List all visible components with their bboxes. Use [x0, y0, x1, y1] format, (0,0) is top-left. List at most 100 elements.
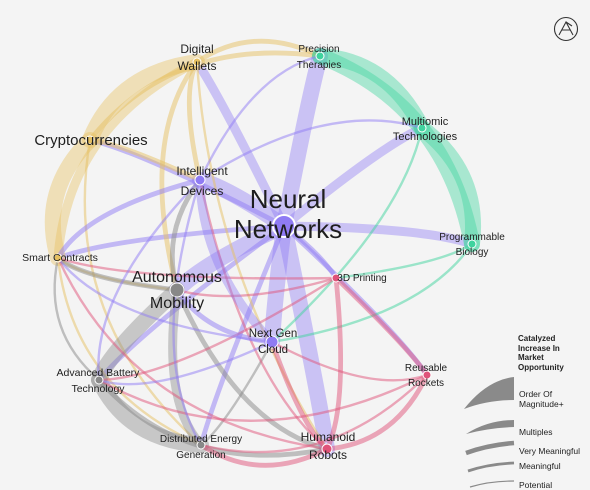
node-dot-multiomic	[417, 123, 427, 133]
node-label-line-energy-0: Distributed Energy	[160, 434, 242, 445]
node-label-line-wallets-1: Wallets	[178, 59, 217, 73]
link-neural-programmable	[279, 221, 477, 249]
node-dot-intelligent	[194, 174, 206, 186]
link-printing-rockets	[333, 275, 430, 378]
link-neural-robots	[276, 218, 335, 457]
link-printing-auto	[175, 276, 338, 298]
link-intelligent-multiomic	[198, 119, 424, 182]
node-dot-neural	[272, 214, 296, 238]
legend-swatch-meaningful	[467, 461, 515, 473]
link-printing-battery	[97, 276, 338, 382]
link-battery-smart	[53, 256, 101, 382]
link-auto-battery	[91, 282, 185, 388]
link-rockets-battery	[97, 373, 429, 422]
node-label-line-precision-0: Precision	[298, 44, 339, 55]
link-neural-precision	[276, 48, 328, 234]
node-label-line-neural-0: Neural	[250, 184, 327, 214]
link-rockets-robots	[324, 372, 430, 452]
node-label-crypto: Cryptocurrencies	[34, 132, 147, 149]
node-dot-cloud	[265, 335, 279, 349]
node-label-printing: 3D Printing	[337, 273, 386, 284]
node-dot-battery	[94, 375, 104, 385]
link-smart-energy	[56, 256, 203, 447]
node-label-line-programmable-1: Biology	[456, 247, 489, 258]
ark-logo-icon	[553, 16, 579, 42]
link-intelligent-smart	[55, 177, 203, 261]
link-wallets-auto	[159, 59, 200, 293]
link-precision-multiomic	[312, 48, 430, 136]
link-crypto-wallets	[82, 54, 205, 148]
legend-title: Catalyzed Increase In Market Opportunity	[518, 334, 564, 372]
link-crypto-smart	[44, 132, 98, 266]
node-label-line-energy-1: Generation	[176, 450, 225, 461]
node-label-line-auto-0: Autonomous	[132, 269, 222, 286]
link-wallets-precision	[194, 38, 323, 65]
legend-swatch-multiples	[466, 420, 514, 434]
node-dot-robots	[321, 443, 333, 455]
node-label-line-smart-0: Smart Contracts	[22, 252, 98, 264]
legend-label-very-meaningful: Very Meaningful	[519, 446, 580, 456]
link-auto-intelligent	[170, 177, 203, 293]
link-intelligent-energy	[172, 178, 203, 447]
node-label-line-programmable-0: Programmable	[439, 232, 505, 243]
legend-label-multiples: Multiples	[519, 427, 553, 437]
node-label-line-printing-0: 3D Printing	[337, 273, 386, 284]
node-label-line-cloud-1: Cloud	[258, 344, 288, 356]
link-intelligent-battery	[97, 178, 202, 382]
link-neural-smart	[55, 223, 287, 261]
node-label-line-rockets-0: Reusable	[405, 363, 448, 374]
link-neural-multiomic	[279, 123, 427, 231]
node-label-line-battery-1: Technology	[71, 383, 125, 395]
legend-label-meaningful: Meaningful	[519, 461, 561, 471]
node-label-line-robots-1: Robots	[309, 448, 347, 462]
node-label-line-intelligent-0: Intelligent	[176, 164, 228, 178]
link-crypto-intelligent	[87, 137, 203, 183]
link-intelligent-precision	[198, 54, 322, 182]
link-cloud-smart	[56, 256, 274, 344]
link-neural-battery	[96, 223, 287, 383]
link-robots-smart	[56, 256, 329, 451]
link-rockets-cloud	[270, 340, 429, 382]
node-printing[interactable]: 3D Printing	[331, 273, 387, 284]
link-printing-smart	[56, 256, 338, 280]
node-label-smart: Smart Contracts	[22, 252, 98, 264]
node-dot-auto	[169, 282, 185, 298]
link-neural-wallets	[192, 57, 289, 231]
legend-label-order-of-magnitude: Order Of Magnitude+	[519, 389, 564, 409]
link-multiomic-cloud	[270, 126, 424, 344]
node-label-line-intelligent-1: Devices	[181, 184, 224, 198]
node-label-line-multiomic-1: Technologies	[393, 131, 458, 143]
link-wallets-smart	[53, 57, 202, 263]
node-smart[interactable]: Smart Contracts	[22, 252, 98, 264]
node-label-line-auto-1: Mobility	[150, 295, 204, 312]
node-crypto[interactable]: Cryptocurrencies	[34, 132, 147, 149]
node-dot-crypto	[85, 135, 95, 145]
link-printing-robots	[324, 275, 344, 452]
link-energy-cloud	[199, 340, 274, 447]
legend-swatch-very-meaningful	[465, 440, 515, 456]
link-auto-smart	[55, 255, 180, 293]
node-label-line-crypto-0: Cryptocurrencies	[34, 132, 147, 149]
